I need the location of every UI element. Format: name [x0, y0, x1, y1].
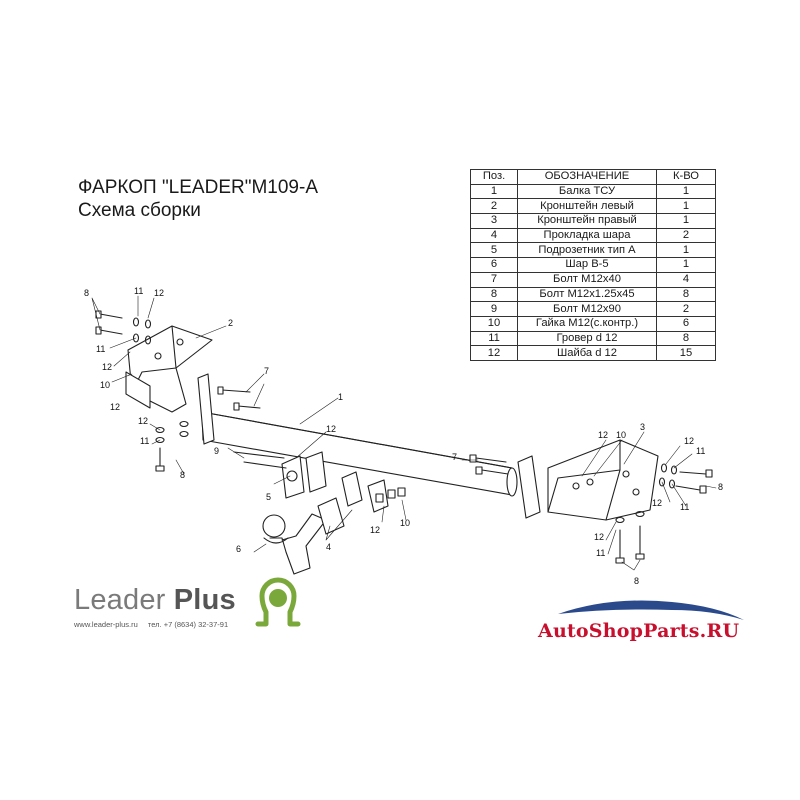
callout-10: 10 — [616, 430, 626, 440]
callout-11: 11 — [596, 548, 605, 558]
position-cell: 12 — [470, 345, 518, 361]
quantity-cell: 1 — [656, 257, 716, 273]
callout-9: 9 — [214, 446, 219, 456]
callout-12: 12 — [138, 416, 148, 426]
callout-12: 12 — [326, 424, 336, 434]
ball-spacers — [317, 471, 389, 535]
designation-cell: Кронштейн правый — [517, 213, 657, 229]
left-bracket — [125, 325, 213, 413]
callout-12: 12 — [652, 498, 662, 508]
position-cell: 8 — [470, 286, 518, 303]
right-bracket — [547, 439, 659, 521]
brand-website: www.leader-plus.ru — [74, 620, 138, 629]
callout-8: 8 — [180, 470, 185, 480]
quantity-cell: 8 — [656, 286, 716, 303]
quantity-cell: 6 — [656, 315, 716, 332]
designation-cell: Гровер d 12 — [517, 330, 657, 347]
callout-1: 1 — [338, 392, 343, 402]
callout-11: 11 — [680, 502, 689, 512]
shop-swoosh-icon — [558, 600, 744, 620]
callout-12: 12 — [594, 532, 604, 542]
quantity-cell: 15 — [656, 345, 716, 361]
callout-7: 7 — [452, 452, 457, 462]
callout-11: 11 — [96, 344, 105, 354]
callout-8: 8 — [634, 576, 639, 586]
callout-2: 2 — [228, 318, 233, 328]
shop-watermark: AutoShopParts.RU — [538, 620, 740, 642]
callout-11: 11 — [696, 446, 705, 456]
drawing-title: ФАРКОП "LEADER"M109-А Схема сборки — [78, 176, 318, 222]
leader-lines — [91, 295, 717, 571]
tow-ball — [262, 513, 327, 575]
quantity-cell: 2 — [656, 301, 716, 317]
callout-12: 12 — [102, 362, 112, 372]
header-designation: ОБОЗНАЧЕНИЕ — [517, 169, 657, 185]
callout-12: 12 — [598, 430, 608, 440]
callout-4: 4 — [326, 542, 331, 552]
callout-3: 3 — [640, 422, 645, 432]
callout-12: 12 — [370, 525, 380, 535]
designation-cell: Болт М12х90 — [517, 301, 657, 317]
callout-12: 12 — [154, 288, 164, 298]
brand-name: Leader Plus — [74, 584, 236, 616]
brand-logo-icon — [255, 577, 301, 627]
callout-6: 6 — [236, 544, 241, 554]
designation-cell: Шар В-5 — [517, 257, 657, 273]
drawing-subtitle: Схема сборки — [78, 200, 201, 221]
designation-cell: Подрозетник тип А — [517, 242, 657, 259]
callout-12: 12 — [110, 402, 120, 412]
callout-8: 8 — [718, 482, 723, 492]
callout-12: 12 — [684, 436, 694, 446]
callout-10: 10 — [100, 380, 110, 390]
socket-bracket — [281, 451, 327, 499]
brand-block: Leader Plus www.leader-plus.ru тел. +7 (… — [74, 584, 236, 629]
tow-beam — [197, 373, 541, 519]
position-cell: 10 — [470, 315, 518, 332]
washers — [132, 317, 678, 524]
quantity-cell: 1 — [656, 242, 716, 259]
quantity-cell: 4 — [656, 271, 716, 288]
quantity-cell: 8 — [656, 330, 716, 347]
callout-11: 11 — [140, 436, 149, 446]
brand-contacts: www.leader-plus.ru тел. +7 (8634) 32-37-… — [74, 620, 236, 629]
callout-7: 7 — [264, 366, 269, 376]
callout-8: 8 — [84, 288, 89, 298]
bolts — [95, 310, 713, 564]
product-title: ФАРКОП "LEADER"M109-А — [78, 177, 318, 198]
designation-cell: Гайка М12(с.контр.) — [517, 315, 657, 332]
designation-cell: Болт М12х1.25х45 — [517, 286, 657, 303]
callout-5: 5 — [266, 492, 271, 502]
position-cell: 7 — [470, 271, 518, 288]
designation-cell: Болт М12х40 — [517, 271, 657, 288]
callout-10: 10 — [400, 518, 410, 528]
brand-phone: тел. +7 (8634) 32-37-91 — [147, 620, 229, 629]
callout-11: 11 — [134, 286, 143, 296]
